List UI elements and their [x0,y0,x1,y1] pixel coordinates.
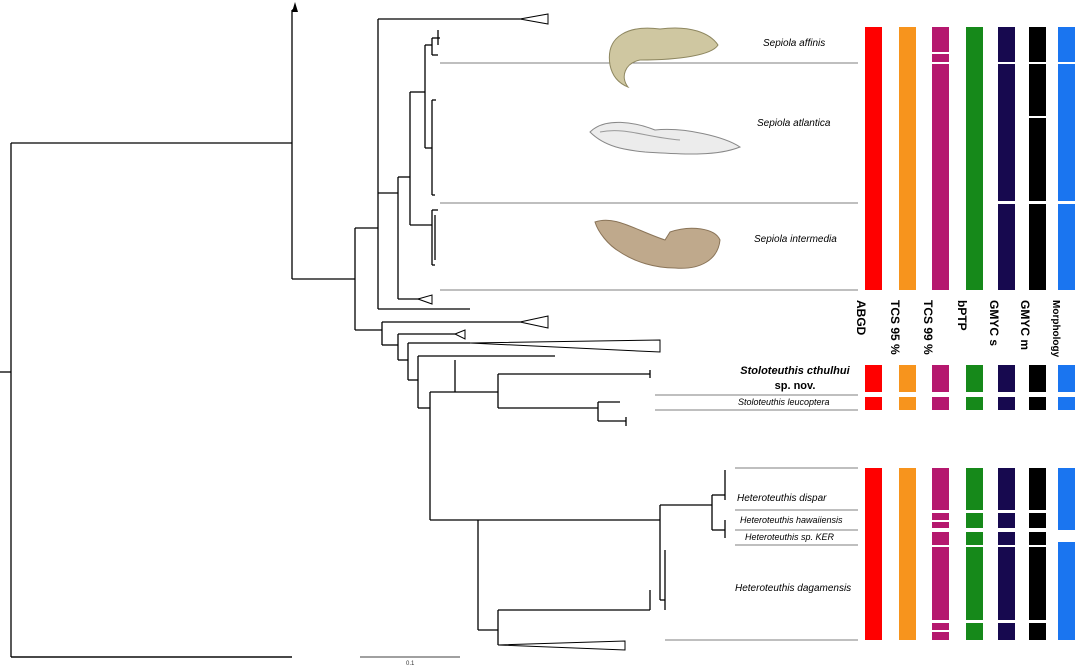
label-heteroteuthis-sp-ker: Heteroteuthis sp. KER [745,532,835,542]
delimitation-bar-segment [1058,204,1075,290]
delimitation-bar-segment [1058,397,1075,410]
column-header-4: bPTP [955,300,969,331]
delimitation-bar-segment [966,513,983,528]
delimitation-bar-segment [998,397,1015,410]
delimitation-bar-segment [998,513,1015,528]
delimitation-bar-segment [1058,27,1075,62]
delimitation-bar-segment [1029,27,1046,62]
delimitation-bar-segment [865,468,882,640]
delimitation-bar-segment [966,365,983,392]
delimitation-bar-segment [1029,64,1046,116]
label-stoloteuthis-cthulhui: Stoloteuthis cthulhui [740,365,850,377]
column-header-1: ABGD [854,300,868,336]
column-header-5: GMYC s [987,300,1001,347]
scale-bar-label: 0.1 [406,661,415,667]
delimitation-bar-segment [1029,397,1046,410]
label-stoloteuthis-leucoptera: Stoloteuthis leucoptera [738,397,830,407]
delimitation-bar-segment [1058,365,1075,392]
label-sepiola-atlantica: Sepiola atlantica [757,118,831,129]
delimitation-bar-segment [1058,468,1075,530]
delimitation-bar-segment [1029,118,1046,201]
label-sepiola-intermedia: Sepiola intermedia [754,234,837,245]
delimitation-bar-segment [1029,623,1046,640]
delimitation-bar-segment [865,397,882,410]
delimitation-bar-segment [899,365,916,392]
delimitation-bar-segment [932,547,949,620]
label-heteroteuthis-dispar: Heteroteuthis dispar [737,493,827,504]
label-sepiola-affinis: Sepiola affinis [763,38,826,49]
sepiola-intermedia-arm-photo [594,219,721,269]
delimitation-bar-segment [998,204,1015,290]
delimitation-bar-segment [1058,64,1075,201]
delimitation-bar-segment [932,532,949,545]
column-header-6: GMYC m [1018,300,1032,351]
delimitation-bar-segment [932,632,949,640]
delimitation-bar-segment [865,365,882,392]
delimitation-bar-segment [966,27,983,290]
delimitation-bar-segment [1058,542,1075,640]
label-heteroteuthis-dagamensis: Heteroteuthis dagamensis [735,583,852,594]
delimitation-bar-segment [1029,532,1046,545]
delimitation-bar-segment [1029,468,1046,510]
delimitation-bar-segment [998,365,1015,392]
delimitation-bar-segment [1029,365,1046,392]
label-sp-nov: sp. nov. [774,380,816,392]
delimitation-bar-segment [899,397,916,410]
delimitation-bar-segment [899,468,916,640]
delimitation-bar-segment [966,397,983,410]
delimitation-bar-segment [1029,547,1046,620]
delimitation-bar-segment [932,397,949,410]
label-heteroteuthis-hawaiiensis: Heteroteuthis hawaiiensis [740,515,843,525]
delimitation-bar-segment [998,64,1015,201]
delimitation-bar-segment [1029,513,1046,528]
delimitation-bar-segment [932,522,949,528]
delimitation-bar-segment [998,532,1015,545]
delimitation-bar-segment [932,27,949,52]
column-header-7: Morphology [1050,300,1061,358]
delimitation-bar-segment [932,54,949,62]
delimitation-bar-segment [998,547,1015,620]
delimitation-bar-segment [899,27,916,290]
column-header-2: TCS 95 % [888,300,902,355]
delimitation-bar-segment [932,64,949,290]
delimitation-bar-segment [966,468,983,510]
delimitation-bar-segment [966,623,983,640]
delimitation-bar-segment [1029,204,1046,290]
delimitation-bar-segment [932,365,949,392]
sepiola-affinis-arm-photo [608,27,719,89]
delimitation-bar-segment [865,27,882,290]
delimitation-bar-segment [998,623,1015,640]
delimitation-bar-segment [998,468,1015,510]
delimitation-bar-segment [932,468,949,510]
sepiola-atlantica-arm-drawing [589,121,742,155]
delimitation-bar-segment [966,532,983,545]
delimitation-bar-segment [998,27,1015,62]
delimitation-bar-segment [966,547,983,620]
delimitation-bar-segment [932,513,949,520]
delimitation-bar-segment [932,623,949,630]
column-header-3: TCS 99 % [921,300,935,355]
